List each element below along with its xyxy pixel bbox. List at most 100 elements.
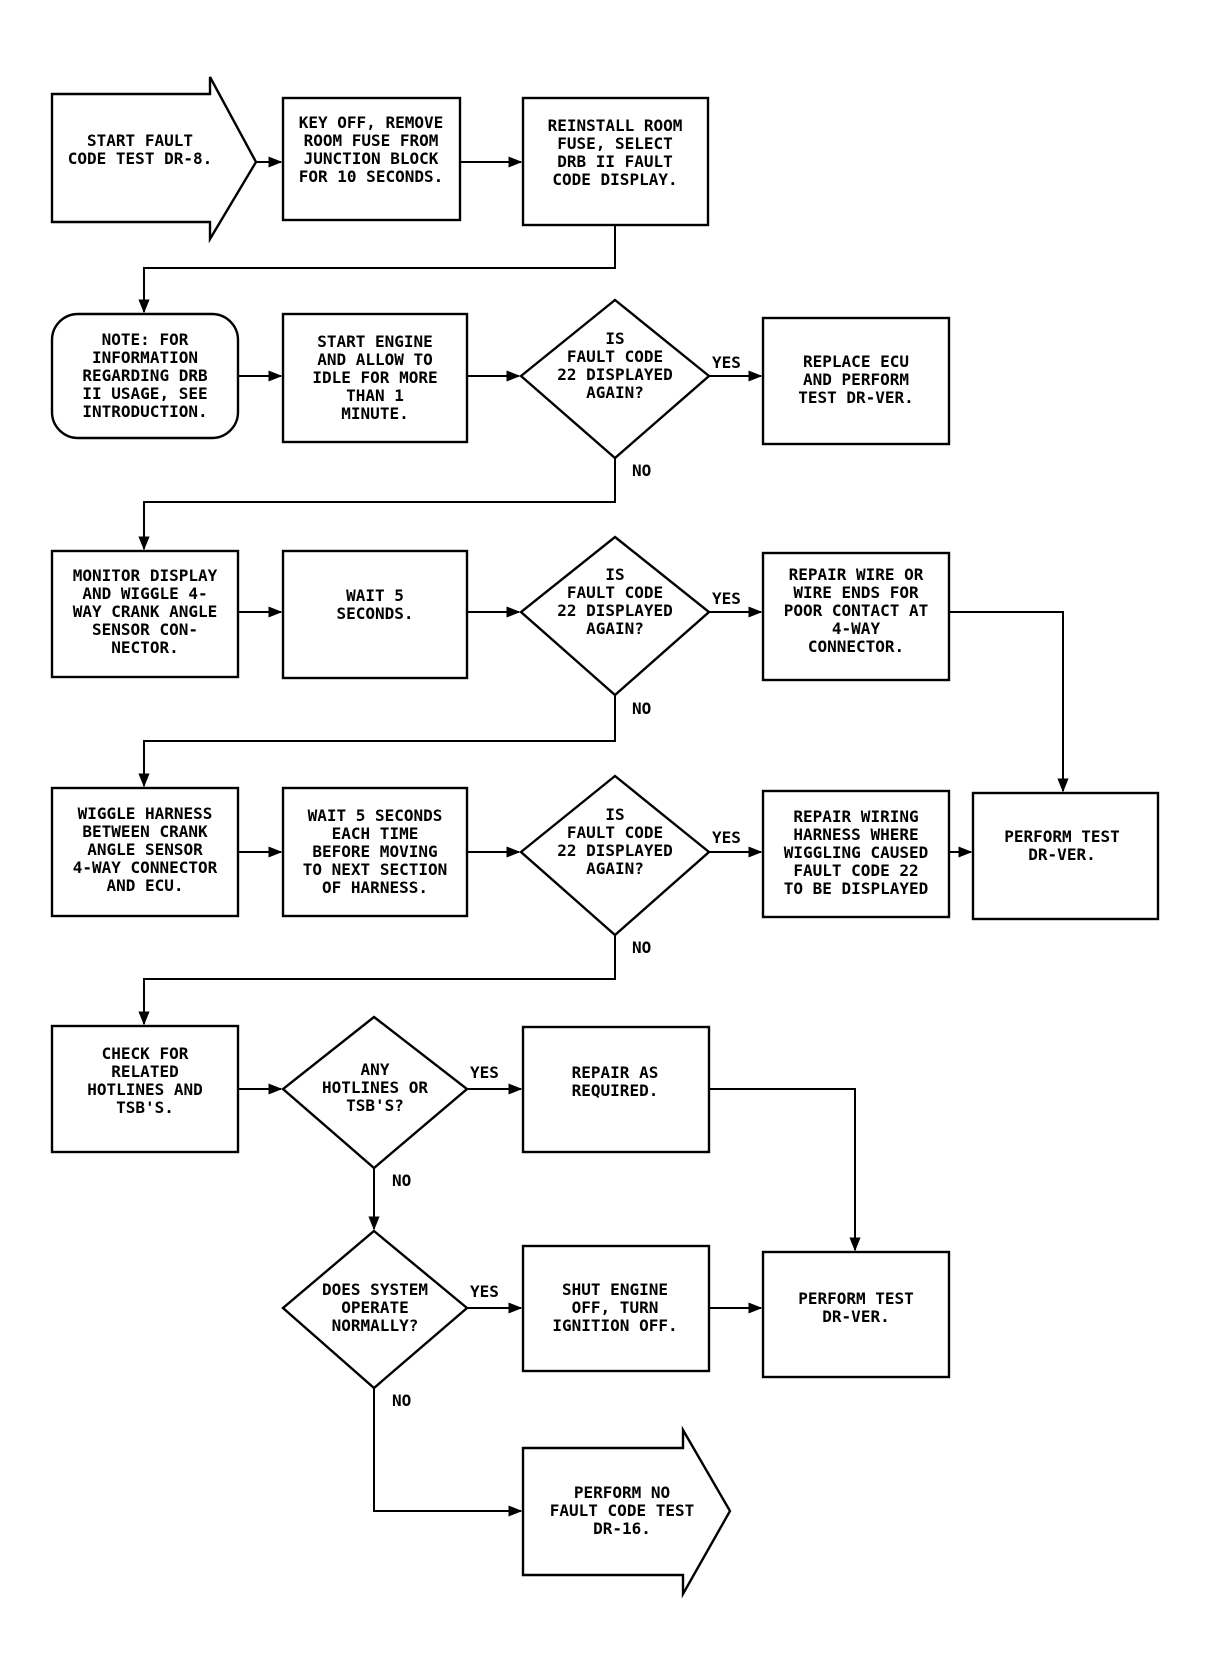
- node-text-line: PERFORM TEST: [798, 1289, 914, 1308]
- node-text-line: CHECK FOR: [102, 1044, 189, 1063]
- node-text-line: TSB'S.: [116, 1098, 174, 1117]
- node-text-line: TEST DR-VER.: [798, 388, 914, 407]
- node-text-line: WIGGLING CAUSED: [784, 843, 929, 862]
- node-text-line: AGAIN?: [586, 859, 644, 878]
- node-text-line: HOTLINES OR: [322, 1078, 428, 1097]
- node-text-line: START FAULT: [87, 131, 193, 150]
- node-text-line: AND ECU.: [106, 876, 183, 895]
- node-text-line: AND ALLOW TO: [317, 350, 433, 369]
- node-text-line: WAIT 5: [346, 586, 404, 605]
- arrow-repair-req-to-perform2: [709, 1088, 861, 1252]
- node-text-line: PERFORM TEST: [1004, 827, 1120, 846]
- node-text-line: II USAGE, SEE: [82, 384, 207, 403]
- q2-yes-label: YES: [712, 589, 741, 608]
- node-text-line: THAN 1: [346, 386, 404, 405]
- node-text-line: DRB II FAULT: [557, 152, 673, 171]
- node-text-line: IS: [605, 805, 624, 824]
- arrow-q1-no: [138, 458, 616, 551]
- node-text-line: OF HARNESS.: [322, 878, 428, 897]
- node-text-line: DR-VER.: [1028, 845, 1095, 864]
- node-text-line: SENSOR CON-: [92, 620, 198, 639]
- node-text-line: RELATED: [111, 1062, 178, 1081]
- node-text-line: 4-WAY: [832, 619, 881, 638]
- node-text-line: OFF, TURN: [572, 1298, 659, 1317]
- node-text-line: NORMALLY?: [332, 1316, 419, 1335]
- node-text-line: MONITOR DISPLAY: [73, 566, 218, 585]
- q3-no-label: NO: [632, 938, 651, 957]
- node-text-line: REINSTALL ROOM: [548, 116, 683, 135]
- node-text-line: ANY: [361, 1060, 390, 1079]
- node-text-line: DR-16.: [593, 1519, 651, 1538]
- node-text-line: BEFORE MOVING: [312, 842, 437, 861]
- node-text-line: 4-WAY CONNECTOR: [73, 858, 218, 877]
- arrow-q3-no: [138, 935, 616, 1026]
- connectors: [138, 156, 1069, 1517]
- node-text-line: FAULT CODE TEST: [550, 1501, 695, 1520]
- node-text-line: MINUTE.: [341, 404, 408, 423]
- q5-yes-label: YES: [470, 1282, 499, 1301]
- node-text-line: 22 DISPLAYED: [557, 841, 673, 860]
- node-text-line: FUSE, SELECT: [557, 134, 673, 153]
- node-text-line: REPAIR AS: [572, 1063, 659, 1082]
- q4-yes-label: YES: [470, 1063, 499, 1082]
- node-text-line: REPAIR WIRE OR: [789, 565, 924, 584]
- node-text-line: NECTOR.: [111, 638, 178, 657]
- node-text-line: FAULT CODE 22: [793, 861, 918, 880]
- q4-no-label: NO: [392, 1171, 411, 1190]
- node-text-line: 22 DISPLAYED: [557, 601, 673, 620]
- node-text-line: AGAIN?: [586, 619, 644, 638]
- arrow-repair-wire-to-perform: [949, 611, 1069, 793]
- node-text-line: NOTE: FOR: [102, 330, 189, 349]
- node-text-line: REQUIRED.: [572, 1081, 659, 1100]
- node-text-line: FOR 10 SECONDS.: [299, 167, 444, 186]
- node-text-line: AGAIN?: [586, 383, 644, 402]
- node-text-line: BETWEEN CRANK: [82, 822, 208, 841]
- node-text-line: PERFORM NO: [574, 1483, 670, 1502]
- node-text-line: FAULT CODE: [567, 823, 663, 842]
- node-text-line: OPERATE: [341, 1298, 408, 1317]
- node-text-line: AND PERFORM: [803, 370, 909, 389]
- q1-no-label: NO: [632, 461, 651, 480]
- arrow-q5-no: [373, 1388, 523, 1517]
- node-text-line: TSB'S?: [346, 1096, 404, 1115]
- node-text-line: START ENGINE: [317, 332, 433, 351]
- node-text-line: TO NEXT SECTION: [303, 860, 448, 879]
- node-text-line: SECONDS.: [336, 604, 413, 623]
- node-text-line: TO BE DISPLAYED: [784, 879, 929, 898]
